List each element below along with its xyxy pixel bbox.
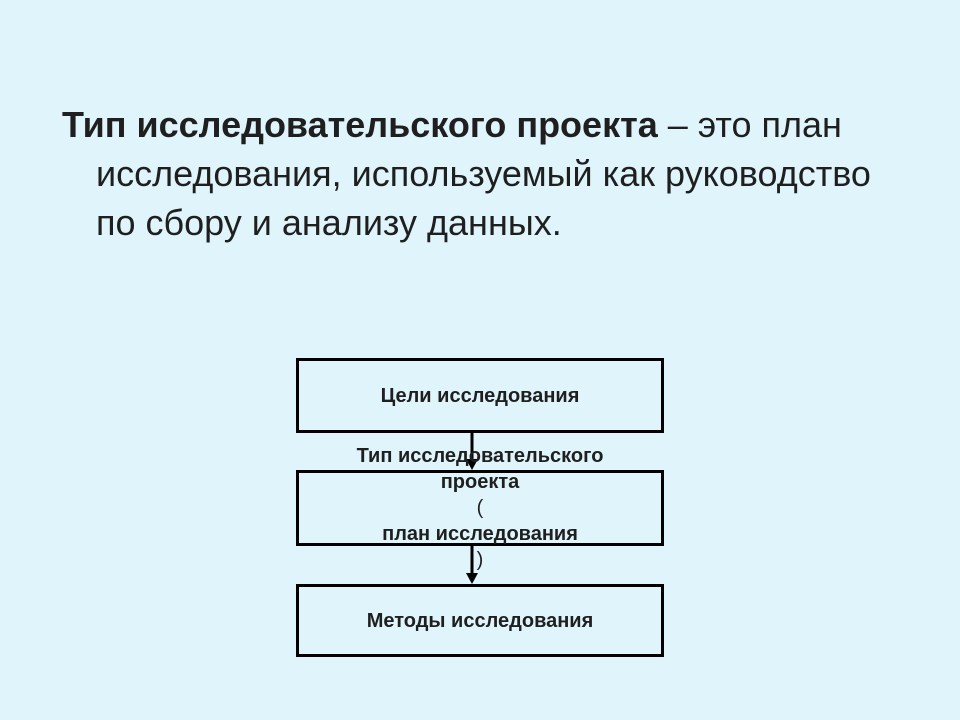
box-research-project-type-line2-before: проекта	[440, 471, 520, 493]
box-research-project-type-line2: проекта ( план исследования)	[357, 469, 604, 573]
paren-close: )	[476, 549, 484, 571]
box-research-project-type-line1: Тип исследовательского	[356, 445, 604, 467]
box-research-methods: Методы исследования	[296, 584, 664, 657]
definition-rest: – это план исследования, используемый ка…	[96, 104, 871, 243]
definition-term: Тип исследовательского проекта	[62, 104, 658, 145]
arrow-2-head	[466, 573, 478, 584]
definition-text: Тип исследовательского проекта – это пла…	[62, 100, 912, 247]
paren-open: (	[476, 497, 484, 519]
box-research-project-type-line2-middle: план исследования	[382, 523, 578, 545]
box-research-project-type: Тип исследовательского проекта ( план исс…	[296, 445, 664, 571]
box-research-goals: Цели исследования	[296, 358, 664, 433]
box-research-goals-label: Цели исследования	[380, 384, 580, 407]
box-research-methods-label: Методы исследования	[366, 609, 594, 632]
definition-paragraph: Тип исследовательского проекта – это пла…	[62, 100, 912, 247]
